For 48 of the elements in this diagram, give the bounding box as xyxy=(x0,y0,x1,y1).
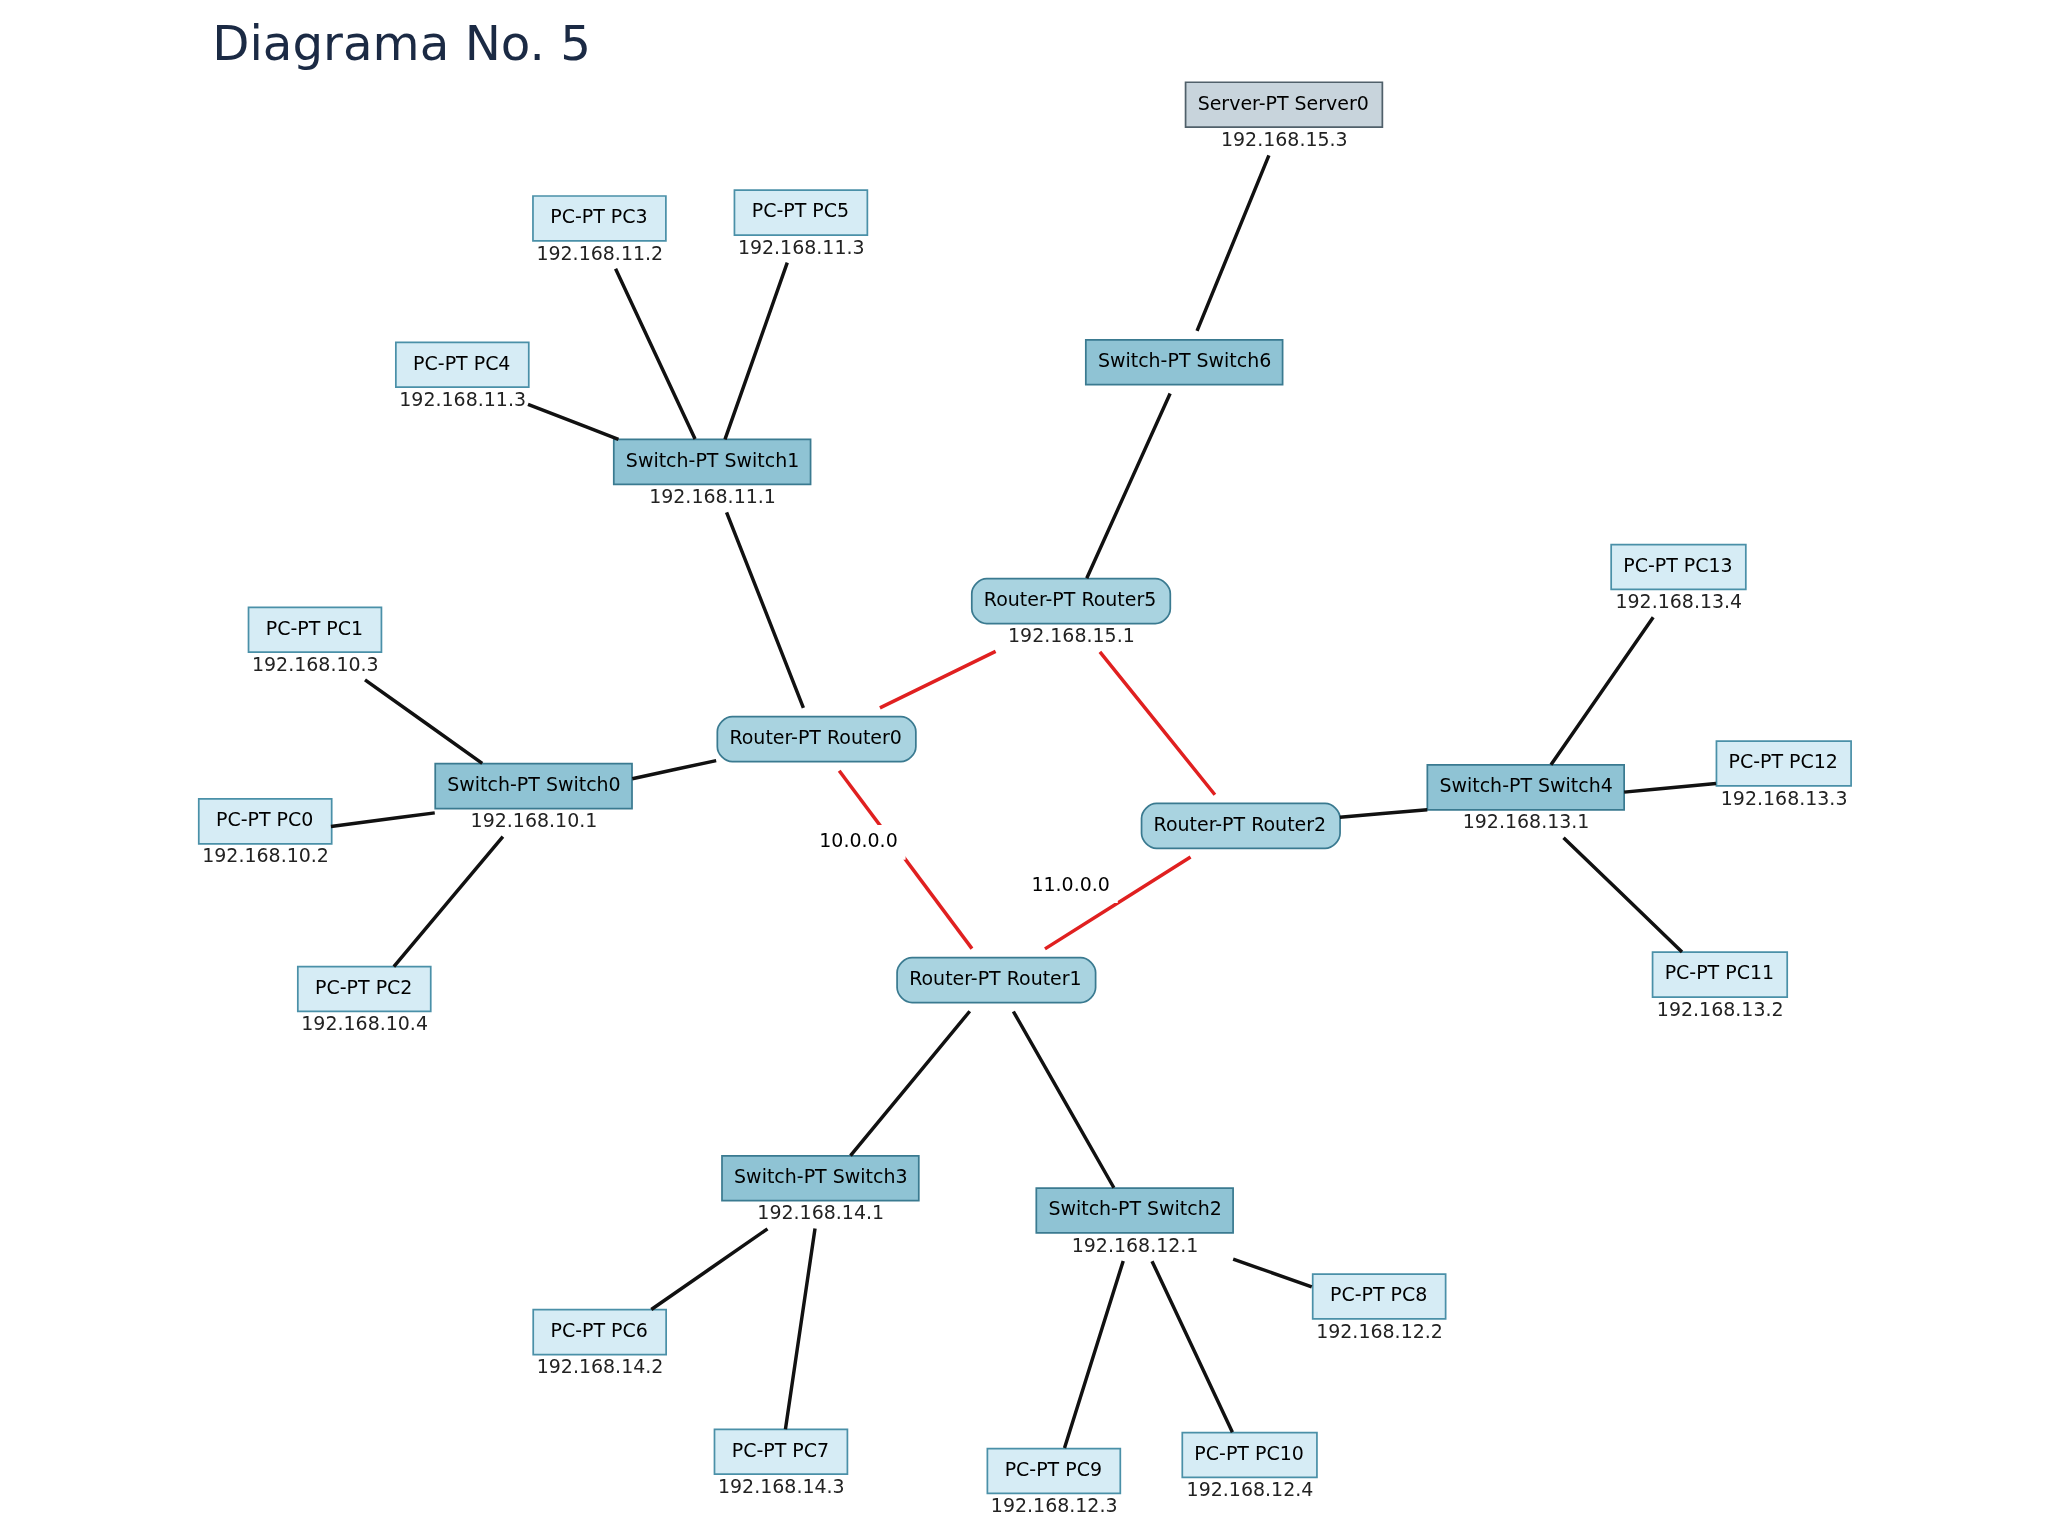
node-label: 192.168.14.1 xyxy=(756,1201,884,1224)
connector xyxy=(1043,855,1191,951)
node-label: 192.168.10.1 xyxy=(470,809,597,832)
node-label: 192.168.11.3 xyxy=(737,235,865,258)
node-label: 192.168.13.3 xyxy=(1720,786,1847,809)
node-label: 192.168.15.1 xyxy=(1007,624,1135,647)
connector xyxy=(1011,1010,1115,1189)
node-label: 192.168.13.2 xyxy=(1656,997,1784,1020)
connector xyxy=(1549,616,1655,766)
connector xyxy=(1062,1260,1125,1449)
connector xyxy=(1623,781,1716,794)
connector xyxy=(649,1227,768,1311)
connector xyxy=(613,267,697,440)
node-label: 192.168.11.3 xyxy=(398,387,526,410)
connector xyxy=(631,758,717,781)
connector xyxy=(1339,808,1427,819)
node-label: 192.168.15.3 xyxy=(1220,127,1348,150)
node-label: 192.168.10.3 xyxy=(251,652,379,675)
node-label: 192.168.11.1 xyxy=(648,485,776,508)
connector xyxy=(724,511,805,709)
connector xyxy=(1561,836,1683,954)
node-label: 192.168.11.2 xyxy=(535,241,663,264)
node-label: 192.168.13.4 xyxy=(1614,590,1742,613)
connector xyxy=(363,678,483,765)
connector xyxy=(1149,1260,1234,1433)
connector xyxy=(878,649,996,710)
connector xyxy=(392,835,504,968)
node-label: 192.168.12.4 xyxy=(1186,1478,1313,1501)
connector xyxy=(1084,392,1172,579)
connector xyxy=(1098,650,1216,796)
node-label: 192.168.13.1 xyxy=(1462,810,1589,833)
connector xyxy=(722,262,789,440)
edge-label: 10.0.0.0 xyxy=(818,829,898,852)
connector xyxy=(330,811,435,829)
diagram-title: Diagrama No. 5 xyxy=(211,15,591,72)
connector xyxy=(1194,154,1270,332)
node-label: 192.168.12.2 xyxy=(1315,1319,1443,1342)
node-label: 192.168.14.2 xyxy=(536,1355,663,1378)
node-label: 192.168.14.3 xyxy=(717,1474,845,1497)
connector xyxy=(1232,1257,1312,1289)
node-label: 192.168.12.1 xyxy=(1071,1233,1198,1256)
edge-label: 11.0.0.0 xyxy=(1030,872,1110,895)
connector xyxy=(783,1228,817,1430)
node-label: 192.168.12.3 xyxy=(990,1494,1118,1517)
connector xyxy=(526,402,619,442)
connector xyxy=(848,1010,971,1157)
node-label: 192.168.10.4 xyxy=(300,1012,428,1035)
node-label: 192.168.10.2 xyxy=(201,844,329,867)
